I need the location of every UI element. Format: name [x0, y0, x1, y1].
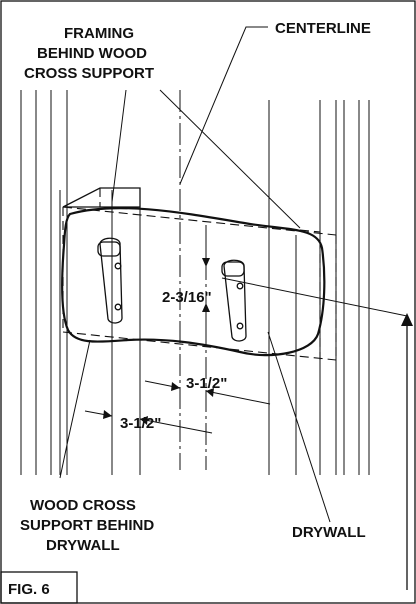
direction-arrow — [221, 277, 413, 590]
dimension-left — [84, 410, 213, 434]
dimension-vertical — [202, 234, 210, 336]
bracket-right — [221, 259, 247, 342]
wood-cross-label-line2: SUPPORT BEHIND — [20, 517, 154, 534]
dimension-vertical-label: 2-3/16" — [162, 289, 212, 306]
dimension-left-label: 3-1/2" — [120, 415, 161, 432]
framing-label-line2: BEHIND WOOD — [37, 45, 147, 62]
drywall-outline — [61, 207, 326, 357]
framing-label-line1: FRAMING — [64, 25, 134, 42]
dimension-right — [144, 380, 271, 405]
framing-label-line3: CROSS SUPPORT — [24, 65, 154, 82]
wood-cross-label-line3: DRYWALL — [46, 537, 120, 554]
centerline-label: CENTERLINE — [275, 20, 371, 37]
figure-tag: FIG. 6 — [8, 581, 50, 598]
dimension-right-label: 3-1/2" — [186, 375, 227, 392]
wood-cross-support — [62, 187, 337, 361]
figure-tag-box — [0, 571, 78, 604]
bracket-left — [97, 237, 123, 324]
drywall-label: DRYWALL — [292, 524, 366, 541]
studs — [20, 90, 370, 475]
wood-cross-label-line1: WOOD CROSS — [30, 497, 136, 514]
leader-lines — [59, 26, 331, 523]
